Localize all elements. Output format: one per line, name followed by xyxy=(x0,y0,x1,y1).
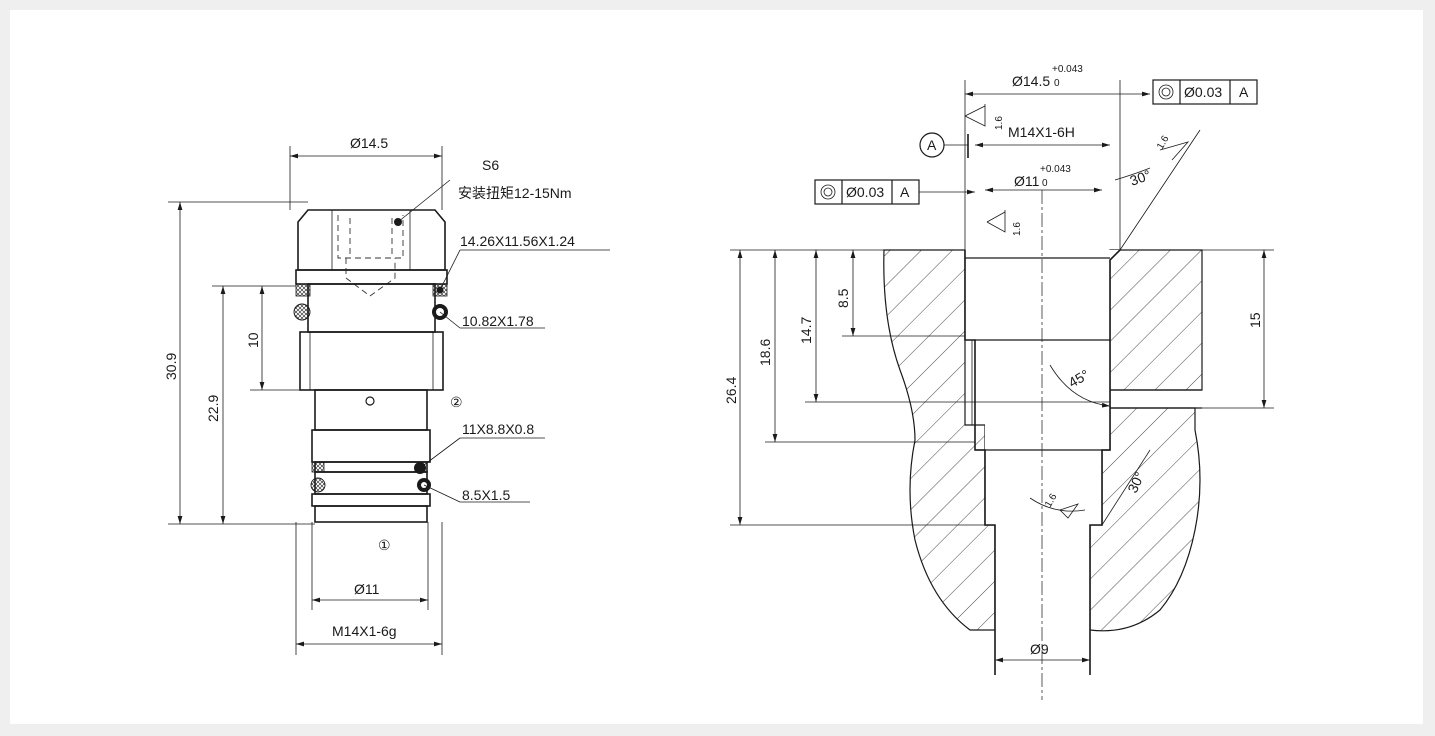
tol-frame-top-datum: A xyxy=(1239,84,1249,100)
dim-8-5: 8.5 xyxy=(835,288,851,308)
tol-right-11-lower: 0 xyxy=(1042,178,1048,189)
mark-2: ② xyxy=(450,394,463,410)
torque-label: 安装扭矩12-15Nm xyxy=(458,185,572,201)
tol-right-14-5-lower: 0 xyxy=(1054,78,1060,89)
thread-left: M14X1-6g xyxy=(332,623,397,639)
dim-right-14-5: Ø14.5 xyxy=(1012,73,1050,89)
thread-right: M14X1-6H xyxy=(1008,124,1075,140)
drawing-sheet: Ø14.5 S6 安装扭矩12-15Nm 14.26X11.56X1.24 10… xyxy=(10,10,1423,724)
angle-30-top: 30° xyxy=(1128,167,1153,189)
right-cavity-view: Ø14.5 +0.043 0 Ø0.03 A 1.6 A M14X1-6H Ø1… xyxy=(723,64,1274,700)
tol-frame-top-value: Ø0.03 xyxy=(1184,84,1222,100)
tol-frame-left-datum: A xyxy=(900,184,910,200)
dim-30-9: 30.9 xyxy=(163,353,179,380)
dim-18-6: 18.6 xyxy=(757,339,773,366)
dim-10: 10 xyxy=(245,332,261,348)
tol-right-14-5-upper: +0.043 xyxy=(1052,64,1083,75)
oring-3-label: 11X8.8X0.8 xyxy=(462,421,534,437)
datum-a: A xyxy=(927,137,937,153)
dim-right-11: Ø11 xyxy=(1014,173,1040,189)
dim-14-7: 14.7 xyxy=(798,317,814,344)
technical-drawing: Ø14.5 S6 安装扭矩12-15Nm 14.26X11.56X1.24 10… xyxy=(163,64,1274,700)
rough-top: 1.6 xyxy=(994,116,1005,130)
tol-right-11-upper: +0.043 xyxy=(1040,164,1071,175)
dim-22-9: 22.9 xyxy=(205,395,221,422)
oring-1-label: 14.26X11.56X1.24 xyxy=(460,233,575,249)
mark-1: ① xyxy=(378,537,391,553)
tol-frame-left-value: Ø0.03 xyxy=(846,184,884,200)
hex-label: S6 xyxy=(482,157,499,173)
dim-left-top: Ø14.5 xyxy=(350,135,388,151)
dim-right-9: Ø9 xyxy=(1030,641,1049,657)
oring-2-label: 10.82X1.78 xyxy=(462,313,534,329)
oring-4-label: 8.5X1.5 xyxy=(462,487,510,503)
dim-left-11: Ø11 xyxy=(354,581,380,597)
rough-chamfer: 1.6 xyxy=(1155,134,1172,152)
dim-26-4: 26.4 xyxy=(723,377,739,404)
rough-mid: 1.6 xyxy=(1012,222,1023,236)
left-part-view: Ø14.5 S6 安装扭矩12-15Nm 14.26X11.56X1.24 10… xyxy=(163,135,610,655)
dim-15: 15 xyxy=(1247,312,1263,328)
